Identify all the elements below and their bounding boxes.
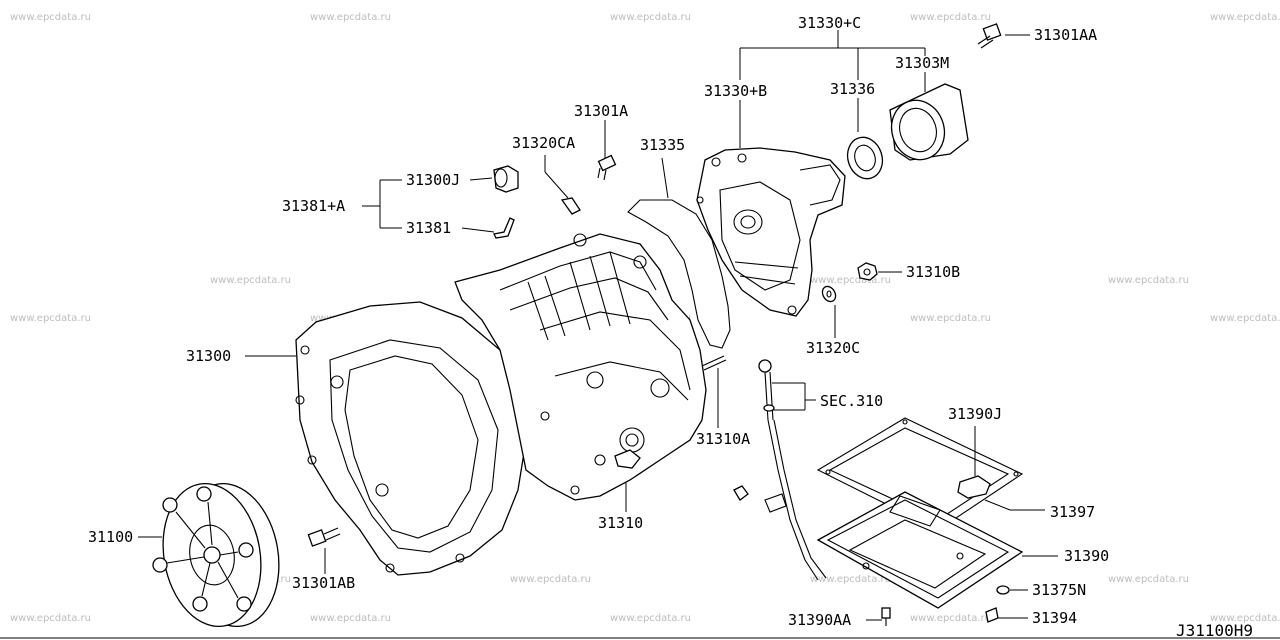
watermark: www.epcdata.ru [910, 12, 991, 23]
callout-31320C: 31320C [806, 339, 860, 357]
callout-31381: 31381 [406, 219, 451, 237]
watermark: www.epcdata.ru [510, 574, 591, 585]
callout-31375N: 31375N [1032, 581, 1086, 599]
seal-31336 [846, 136, 884, 180]
stud-31310A [701, 355, 727, 371]
extension-housing-31330B [696, 147, 846, 317]
callout-31300J: 31300J [406, 171, 460, 189]
watermark: www.epcdata.ru [310, 12, 391, 23]
watermark: www.epcdata.ru [10, 613, 91, 624]
washer-31375N [996, 585, 1010, 595]
bolt-31301AA [977, 23, 1002, 49]
magnet-31390J [957, 475, 991, 499]
drain-plug-31394 [985, 607, 999, 623]
oil-pan-31390 [816, 491, 1024, 609]
bolt-31301AB [307, 527, 341, 547]
watermark: www.epcdata.ru [910, 613, 991, 624]
bolt-31310 [614, 449, 641, 469]
torque-converter-31100 [152, 482, 280, 628]
callout-31394: 31394 [1032, 609, 1077, 627]
watermark: www.epcdata.ru [810, 275, 891, 286]
callout-31335: 31335 [640, 136, 685, 154]
watermark: www.epcdata.ru [310, 613, 391, 624]
callout-31310A: 31310A [696, 430, 750, 448]
callout-31301A: 31301A [574, 102, 628, 120]
callout-31390J: 31390J [948, 405, 1002, 423]
dipstick-tube [733, 359, 827, 581]
callout-31336: 31336 [830, 80, 875, 98]
callout-31330B: 31330+B [704, 82, 767, 100]
callout-31310B: 31310B [906, 263, 960, 281]
callout-31300: 31300 [186, 347, 231, 365]
watermark: www.epcdata.ru [10, 12, 91, 23]
bolt-31390AA [881, 607, 891, 626]
callouts: 31330+C 31301AA 31303M 31330+B 31336 313… [88, 14, 1109, 629]
callout-31301AB: 31301AB [292, 574, 355, 592]
watermark: www.epcdata.ru [610, 613, 691, 624]
watermark: www.epcdata.ru [1108, 275, 1189, 286]
watermark: www.epcdata.ru [1210, 313, 1280, 324]
watermark: www.epcdata.ru [1108, 574, 1189, 585]
watermark: www.epcdata.ru [1210, 12, 1280, 23]
washer-31320C [821, 285, 837, 303]
watermark: www.epcdata.ru [610, 12, 691, 23]
diagram-code: J31100H9 [1176, 621, 1253, 640]
washer-31320CA [560, 197, 581, 215]
plug-31300J [493, 165, 519, 193]
callout-31303M: 31303M [895, 54, 949, 72]
callout-31397: 31397 [1050, 503, 1095, 521]
callout-31100: 31100 [88, 528, 133, 546]
callout-31330C: 31330+C [798, 14, 861, 32]
pipe-31381 [493, 217, 515, 239]
bolt-31301A [597, 154, 617, 181]
watermark: www.epcdata.ru [10, 313, 91, 324]
callout-31320CA: 31320CA [512, 134, 575, 152]
watermark: www.epcdata.ru [910, 313, 991, 324]
callout-31310: 31310 [598, 514, 643, 532]
watermark: www.epcdata.ru [1210, 613, 1280, 624]
callout-31390AA: 31390AA [788, 611, 851, 629]
callout-31390: 31390 [1064, 547, 1109, 565]
seal-ring-31303M [889, 83, 969, 161]
transmission-case-31300 [295, 233, 707, 576]
nut-31310B [857, 262, 878, 281]
callout-31381A: 31381+A [282, 197, 345, 215]
watermark: www.epcdata.ru [810, 574, 891, 585]
callout-31301AA: 31301AA [1034, 26, 1097, 44]
callout-SEC310: SEC.310 [820, 392, 883, 410]
watermark: www.epcdata.ru [210, 275, 291, 286]
gasket-31335 [627, 199, 731, 349]
